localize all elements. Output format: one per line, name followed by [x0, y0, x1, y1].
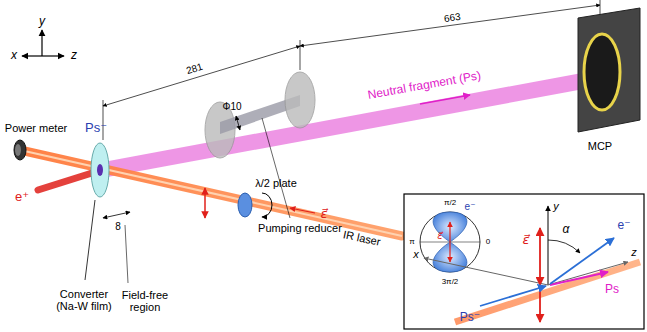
field-vector: ε⃗	[320, 207, 327, 221]
particle-label: Ps	[605, 283, 619, 296]
axis-label: x	[11, 49, 17, 62]
field-vector: ε⃗	[522, 233, 529, 247]
polar-plot	[420, 212, 480, 272]
positron-beam	[38, 173, 92, 190]
particle-label: e⁻	[617, 219, 630, 232]
particle-label: e⁺	[15, 190, 29, 204]
field-vector: ε⃗	[437, 230, 442, 241]
ir-laser	[20, 150, 402, 236]
axis-label: z	[631, 246, 637, 258]
mcp	[578, 8, 640, 132]
axis-label: y	[553, 200, 559, 212]
particle-label: Ps⁻	[460, 311, 480, 324]
particle-label: Ps⁻	[85, 121, 107, 135]
angle-label: α	[563, 223, 570, 236]
axes	[22, 30, 64, 56]
part-name: Converter (Na-W film)	[49, 288, 119, 312]
converter	[91, 143, 109, 197]
part-name: λ/2 plate	[255, 177, 297, 189]
dimension: 8	[115, 221, 121, 232]
ps-beam	[98, 70, 600, 178]
part-name: Field-free region	[115, 289, 175, 313]
inset-frame	[404, 194, 644, 329]
axis-label: y	[39, 15, 45, 28]
dimension: Φ10	[222, 101, 241, 112]
angle-label: 0	[486, 238, 490, 247]
half-wave-plate	[238, 193, 252, 217]
particle-label: e⁻	[465, 201, 476, 212]
dimension: 663	[443, 10, 461, 23]
power-meter	[14, 140, 26, 160]
axis-label: x	[413, 248, 419, 260]
part-name: Power meter	[5, 122, 67, 134]
axis-label: z	[71, 49, 77, 62]
part-name: MCP	[588, 140, 612, 152]
part-name: Pumping reducer	[258, 222, 342, 234]
angle-label: 3π/2	[442, 278, 459, 287]
angle-label: π/2	[444, 199, 456, 208]
inset-axes	[424, 206, 640, 322]
angle-label: π	[409, 238, 415, 247]
dimension: 281	[184, 60, 203, 75]
